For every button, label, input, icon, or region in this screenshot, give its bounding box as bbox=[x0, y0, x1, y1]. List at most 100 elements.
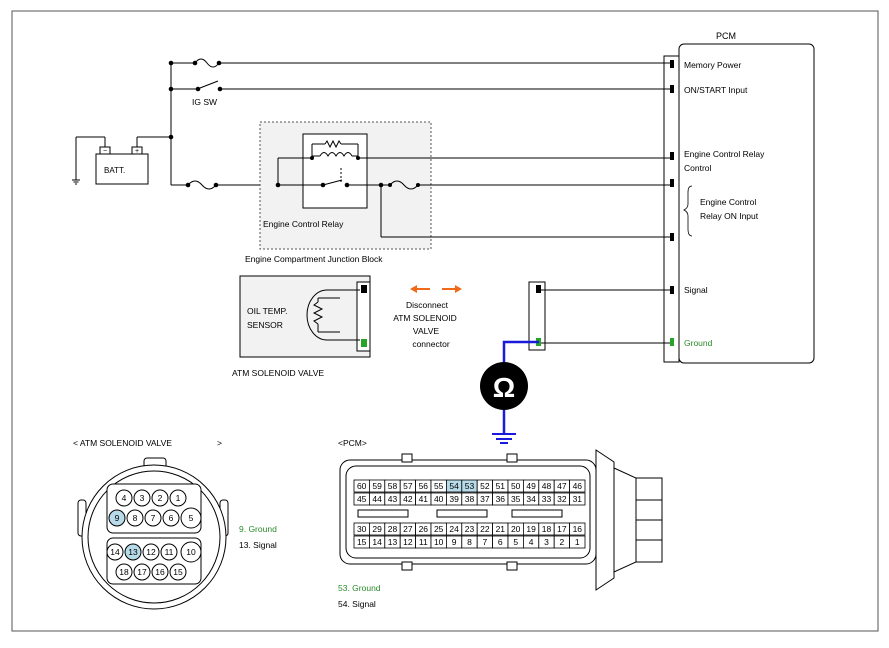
valve-pin-12 bbox=[142, 543, 160, 561]
valve-pin-5 bbox=[180, 507, 202, 529]
valve-pin-label-15: 15 bbox=[173, 567, 183, 577]
power-wires bbox=[75, 58, 670, 190]
valve-connector-face bbox=[77, 457, 229, 610]
minus-icon: − bbox=[103, 148, 107, 155]
pcm-connector-face bbox=[339, 449, 663, 591]
pcm-pin-label-12: 12 bbox=[403, 537, 413, 547]
valve-pin-label-11: 11 bbox=[165, 547, 174, 557]
thermistor-icon bbox=[306, 289, 360, 341]
pcm-pin-46 bbox=[569, 479, 586, 493]
pcm-connector-title: <PCM> bbox=[338, 438, 367, 448]
pcm-pin-label-48: 48 bbox=[542, 481, 552, 491]
wire-junction-dots bbox=[168, 60, 223, 188]
valve-pin-3 bbox=[133, 489, 151, 507]
valve-pin-6 bbox=[162, 509, 180, 527]
pcm-pin-label-56: 56 bbox=[419, 481, 429, 491]
junction-block-label: Engine Compartment Junction Block bbox=[245, 254, 383, 264]
battery-negative-terminal bbox=[99, 146, 111, 155]
pcm-title: PCM bbox=[716, 31, 736, 41]
pcm-pin-label-11: 11 bbox=[419, 537, 428, 547]
pcm-pin-signal-label: 54. Signal bbox=[338, 599, 376, 609]
valve-pin-label-14: 14 bbox=[110, 547, 120, 557]
battery-ground-icon bbox=[72, 179, 80, 185]
pcm-pin-label-31: 31 bbox=[573, 494, 583, 504]
pcm-pin-label-45: 45 bbox=[357, 494, 367, 504]
pcm-pin-label-2: 2 bbox=[560, 537, 565, 547]
pcm-pin-label-49: 49 bbox=[526, 481, 536, 491]
disconnect-label-3: VALVE bbox=[413, 326, 439, 336]
pcm-connector-strip bbox=[663, 55, 680, 363]
sensor-label-2: SENSOR bbox=[247, 320, 283, 330]
pcm-pin-label-25: 25 bbox=[434, 524, 444, 534]
valve-pin-15 bbox=[169, 563, 187, 581]
pcm-pin-label-6: 6 bbox=[498, 537, 503, 547]
pcm-pin-label-57: 57 bbox=[403, 481, 413, 491]
valve-pin-label-18: 18 bbox=[119, 567, 129, 577]
pcm-pin-label-24: 24 bbox=[449, 524, 459, 534]
sensor-label-1: OIL TEMP. bbox=[247, 306, 287, 316]
harness-terminal-signal bbox=[536, 285, 541, 293]
pcm-pin-label-3: 3 bbox=[544, 537, 549, 547]
pcm-pin-label-60: 60 bbox=[357, 481, 367, 491]
valve-pin-label-6: 6 bbox=[169, 513, 174, 523]
valve-pin-9 bbox=[108, 509, 126, 527]
pcm-memory-power-label: Memory Power bbox=[684, 60, 741, 70]
pcm-pin-label-20: 20 bbox=[511, 524, 521, 534]
relay-internals bbox=[277, 139, 670, 238]
valve-pin-8 bbox=[126, 509, 144, 527]
valve-pin-1 bbox=[169, 489, 187, 507]
disconnect-label-4: connector bbox=[412, 339, 449, 349]
pcm-pin-label-47: 47 bbox=[557, 481, 567, 491]
pcm-pin-label-36: 36 bbox=[496, 494, 506, 504]
pcm-ecr-control-label-2: Control bbox=[684, 163, 712, 173]
pcm-pin-label-19: 19 bbox=[526, 524, 536, 534]
pcm-pin-1 bbox=[569, 535, 586, 549]
harness-connector bbox=[528, 281, 546, 351]
pcm-pin-label-58: 58 bbox=[388, 481, 398, 491]
valve-pin-ground-label: 9. Ground bbox=[239, 524, 277, 534]
signal-ground-wires bbox=[541, 289, 670, 344]
valve-pin-label-7: 7 bbox=[151, 513, 156, 523]
pcm-pin-label-22: 22 bbox=[480, 524, 490, 534]
solenoid-valve-label: ATM SOLENOID VALVE bbox=[232, 368, 324, 378]
battery bbox=[95, 153, 149, 185]
solenoid-valve-box bbox=[239, 275, 371, 358]
valve-pin-18 bbox=[115, 563, 133, 581]
valve-pin-label-4: 4 bbox=[122, 493, 127, 503]
pcm-pin-label-1: 1 bbox=[575, 537, 580, 547]
pcm-pin-label-10: 10 bbox=[434, 537, 444, 547]
pcm-pin-label-5: 5 bbox=[513, 537, 518, 547]
pcm-pin-label-15: 15 bbox=[357, 537, 367, 547]
pcm-pin-label-39: 39 bbox=[449, 494, 459, 504]
valve-pin-label-2: 2 bbox=[158, 493, 163, 503]
ohmmeter: Ω bbox=[480, 340, 539, 444]
pcm-pin-label-53: 53 bbox=[465, 481, 475, 491]
pcm-pin-label-32: 32 bbox=[557, 494, 567, 504]
disconnect-arrows-icon bbox=[410, 285, 462, 293]
pcm-ecr-on-label-2: Relay ON Input bbox=[700, 211, 759, 221]
pcm-terminals bbox=[670, 60, 674, 346]
pcm-pin-label-13: 13 bbox=[388, 537, 398, 547]
pcm-pin-label-33: 33 bbox=[542, 494, 552, 504]
pcm-pin-16 bbox=[569, 522, 586, 536]
pcm-pin-label-4: 4 bbox=[529, 537, 534, 547]
valve-pin-14 bbox=[106, 543, 124, 561]
valve-pin-label-12: 12 bbox=[146, 547, 156, 557]
pcm-pin-label-9: 9 bbox=[452, 537, 457, 547]
pcm-pin-label-38: 38 bbox=[465, 494, 475, 504]
pcm-ecr-on-label-1: Engine Control bbox=[700, 197, 756, 207]
valve-pin-17 bbox=[133, 563, 151, 581]
ohm-icon: Ω bbox=[493, 372, 515, 403]
valve-pin-label-13: 13 bbox=[128, 547, 138, 557]
pcm-pin-label-59: 59 bbox=[372, 481, 382, 491]
valve-pin-label-17: 17 bbox=[137, 567, 147, 577]
pcm-pin-label-18: 18 bbox=[542, 524, 552, 534]
disconnect-label-1: Disconnect bbox=[406, 300, 449, 310]
valve-pin-11 bbox=[160, 543, 178, 561]
pcm-pin-label-17: 17 bbox=[557, 524, 567, 534]
ecr-on-brace bbox=[683, 185, 693, 237]
valve-pin-label-1: 1 bbox=[176, 493, 181, 503]
